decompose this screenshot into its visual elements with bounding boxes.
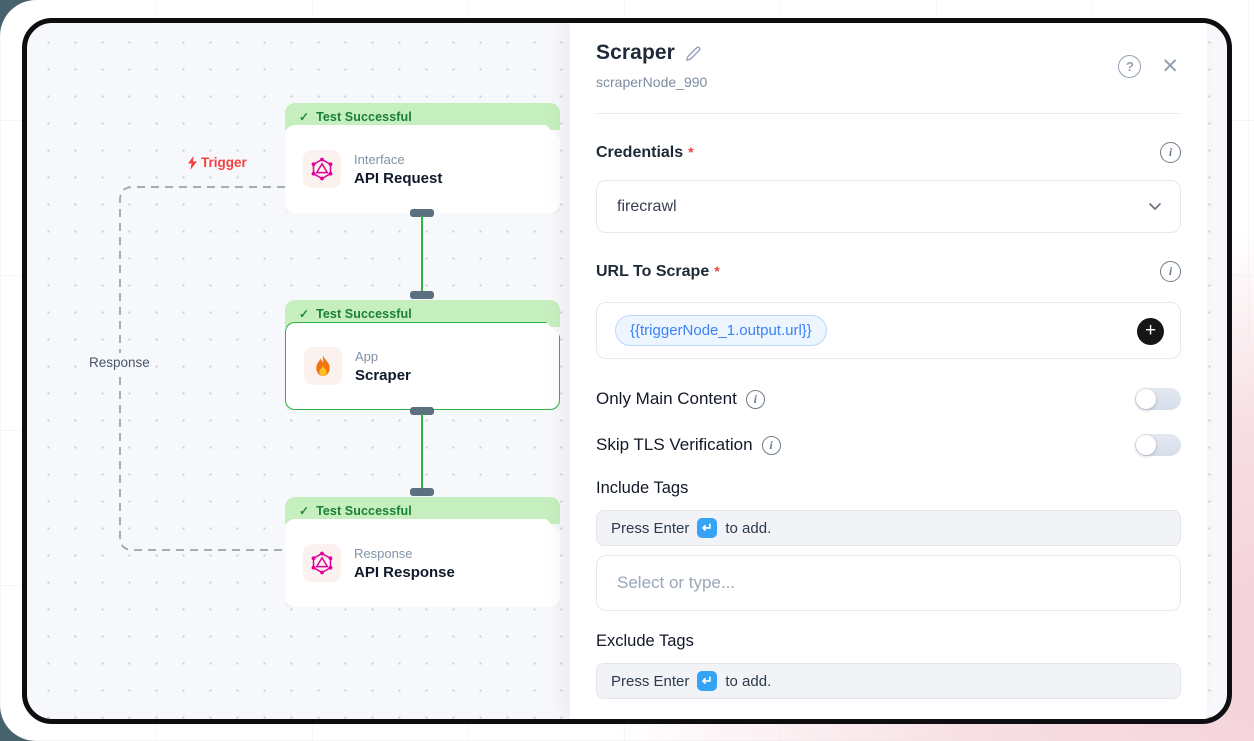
- info-icon[interactable]: i: [745, 389, 765, 409]
- connector-handle[interactable]: [410, 407, 434, 415]
- exclude-tags-label: Exclude Tags: [596, 632, 694, 650]
- close-icon[interactable]: ✕: [1161, 55, 1179, 78]
- url-label: URL To Scrape: [596, 262, 710, 280]
- node-title: Scraper: [355, 366, 411, 384]
- edit-pencil-icon[interactable]: [685, 45, 702, 62]
- workflow-canvas[interactable]: Trigger Response ✓ Test Successful: [27, 23, 1227, 719]
- info-icon[interactable]: i: [1160, 261, 1181, 282]
- credentials-label: Credentials: [596, 143, 684, 161]
- hint-suffix: to add.: [725, 672, 772, 690]
- include-tags-label: Include Tags: [596, 479, 689, 497]
- only-main-content-toggle[interactable]: [1135, 388, 1181, 410]
- node-title: API Response: [354, 563, 455, 581]
- node-icon-box: [304, 347, 342, 385]
- expression-pill[interactable]: {{triggerNode_1.output.url}}: [615, 315, 827, 346]
- skip-tls-toggle[interactable]: [1135, 434, 1181, 456]
- connector-handle[interactable]: [410, 209, 434, 217]
- credentials-value: firecrawl: [617, 197, 677, 215]
- node-status-text: Test Successful: [316, 306, 412, 321]
- node-scraper[interactable]: ✓ Test Successful App Scraper: [285, 300, 560, 410]
- connection-line: [421, 414, 423, 490]
- check-icon: ✓: [299, 109, 310, 124]
- connector-handle[interactable]: [410, 291, 434, 299]
- toggle-knob: [1136, 435, 1156, 455]
- app-window: Trigger Response ✓ Test Successful: [22, 18, 1232, 724]
- hint-prefix: Press Enter: [611, 519, 690, 537]
- node-icon-box: [303, 544, 341, 582]
- node-category: Interface: [354, 151, 405, 167]
- panel-title: Scraper: [596, 41, 675, 64]
- node-config-panel: Scraper scraperNode_990 ? ✕ Credentials*…: [570, 23, 1207, 719]
- trigger-label: Trigger: [187, 155, 247, 170]
- skip-tls-label: Skip TLS Verification: [596, 435, 753, 454]
- hint-suffix: to add.: [725, 519, 772, 537]
- enter-key-icon: ↵: [697, 518, 718, 538]
- flame-icon: [312, 354, 334, 378]
- info-icon[interactable]: i: [761, 435, 781, 455]
- help-icon[interactable]: ?: [1118, 55, 1142, 78]
- node-category: Response: [354, 545, 413, 561]
- hint-prefix: Press Enter: [611, 672, 690, 690]
- only-main-content-label: Only Main Content: [596, 389, 737, 408]
- node-title: API Request: [354, 169, 443, 187]
- info-icon[interactable]: i: [1160, 142, 1181, 163]
- response-label: Response: [84, 353, 155, 372]
- node-status-text: Test Successful: [316, 109, 412, 124]
- credentials-select[interactable]: firecrawl: [596, 180, 1181, 233]
- node-card[interactable]: Interface API Request: [285, 125, 560, 213]
- required-mark: *: [714, 262, 720, 279]
- include-tags-hint: Press Enter ↵ to add.: [596, 510, 1181, 546]
- lightning-bolt-icon: [188, 155, 197, 170]
- add-variable-button[interactable]: +: [1137, 318, 1164, 345]
- chevron-down-icon: [1148, 202, 1162, 211]
- exclude-tags-hint: Press Enter ↵ to add.: [596, 663, 1181, 699]
- enter-key-icon: ↵: [697, 671, 718, 691]
- url-input[interactable]: {{triggerNode_1.output.url}} +: [596, 302, 1181, 359]
- check-icon: ✓: [299, 503, 310, 518]
- check-icon: ✓: [299, 306, 310, 321]
- node-status-text: Test Successful: [316, 503, 412, 518]
- include-tags-input[interactable]: [596, 555, 1181, 611]
- node-api-request[interactable]: ✓ Test Successful Interface API Request: [285, 103, 560, 213]
- connector-handle[interactable]: [410, 488, 434, 496]
- node-api-response[interactable]: ✓ Test Successful Response API Response: [285, 497, 560, 607]
- connection-line: [421, 216, 423, 294]
- required-mark: *: [688, 143, 694, 160]
- node-card-selected[interactable]: App Scraper: [285, 322, 560, 410]
- node-icon-box: [303, 150, 341, 188]
- graphql-icon: [310, 157, 334, 181]
- toggle-knob: [1136, 389, 1156, 409]
- node-id: scraperNode_990: [596, 74, 708, 90]
- trigger-label-text: Trigger: [201, 155, 247, 170]
- graphql-icon: [310, 551, 334, 575]
- node-category: App: [355, 348, 379, 364]
- node-card[interactable]: Response API Response: [285, 519, 560, 607]
- divider: [596, 113, 1181, 114]
